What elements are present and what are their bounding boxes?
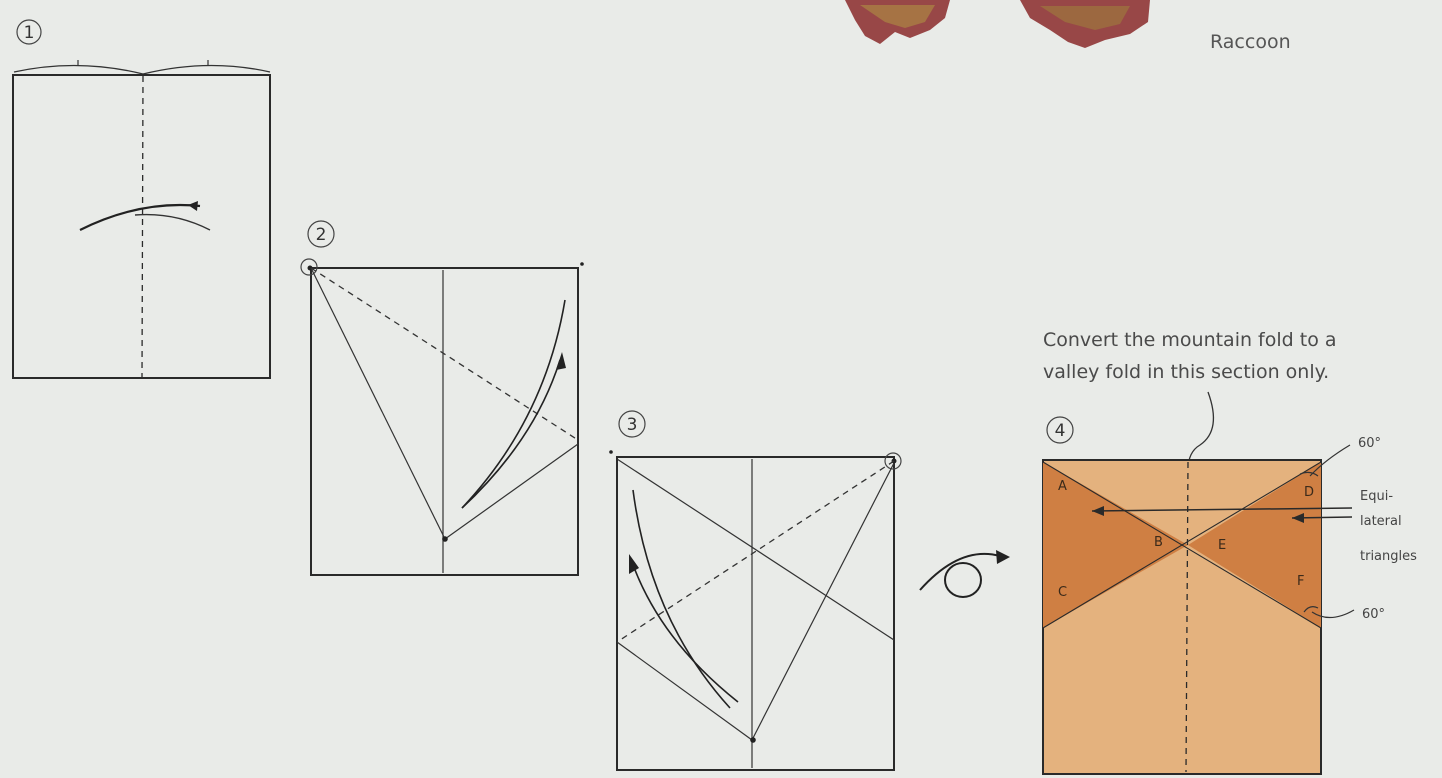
step-3-number: 3 [627, 415, 638, 435]
triangle-note-line1: Equi- [1360, 489, 1393, 504]
step-4-note-line2: valley fold in this section only. [1043, 361, 1329, 383]
point-a-label: A [1058, 479, 1067, 494]
point-e-label: E [1218, 538, 1226, 553]
step-4-number: 4 [1055, 421, 1066, 441]
step-2-number: 2 [316, 225, 327, 245]
angle-bottom-label: 60° [1362, 607, 1385, 622]
triangle-note-line2: lateral [1360, 514, 1402, 529]
step-1-fold-arrow [80, 205, 200, 230]
point-b-label: B [1154, 535, 1163, 550]
point-c-label: C [1058, 585, 1067, 600]
angle-top-label: 60° [1358, 436, 1381, 451]
step-1-number: 1 [24, 23, 35, 43]
step-1-valley-fold [142, 76, 143, 377]
step-3: 3 [609, 411, 901, 770]
raccoon-label: Raccoon [1210, 31, 1291, 53]
step-2-valley-fold [311, 268, 578, 440]
point-f-label: F [1297, 574, 1304, 589]
point-d-label: D [1304, 485, 1314, 500]
step-2-paper [311, 268, 578, 575]
step-4: Convert the mountain fold to a valley fo… [1043, 329, 1417, 774]
step-1: 1 [13, 20, 270, 378]
step-2-fold-arrow [462, 300, 565, 508]
turn-over-icon [920, 550, 1010, 597]
triangle-note-line3: triangles [1360, 549, 1417, 564]
raccoon-illustration [845, 0, 1150, 48]
step-4-note-pointer [1188, 392, 1213, 470]
step-2: 2 [301, 221, 584, 575]
step-4-note-line1: Convert the mountain fold to a [1043, 329, 1337, 351]
